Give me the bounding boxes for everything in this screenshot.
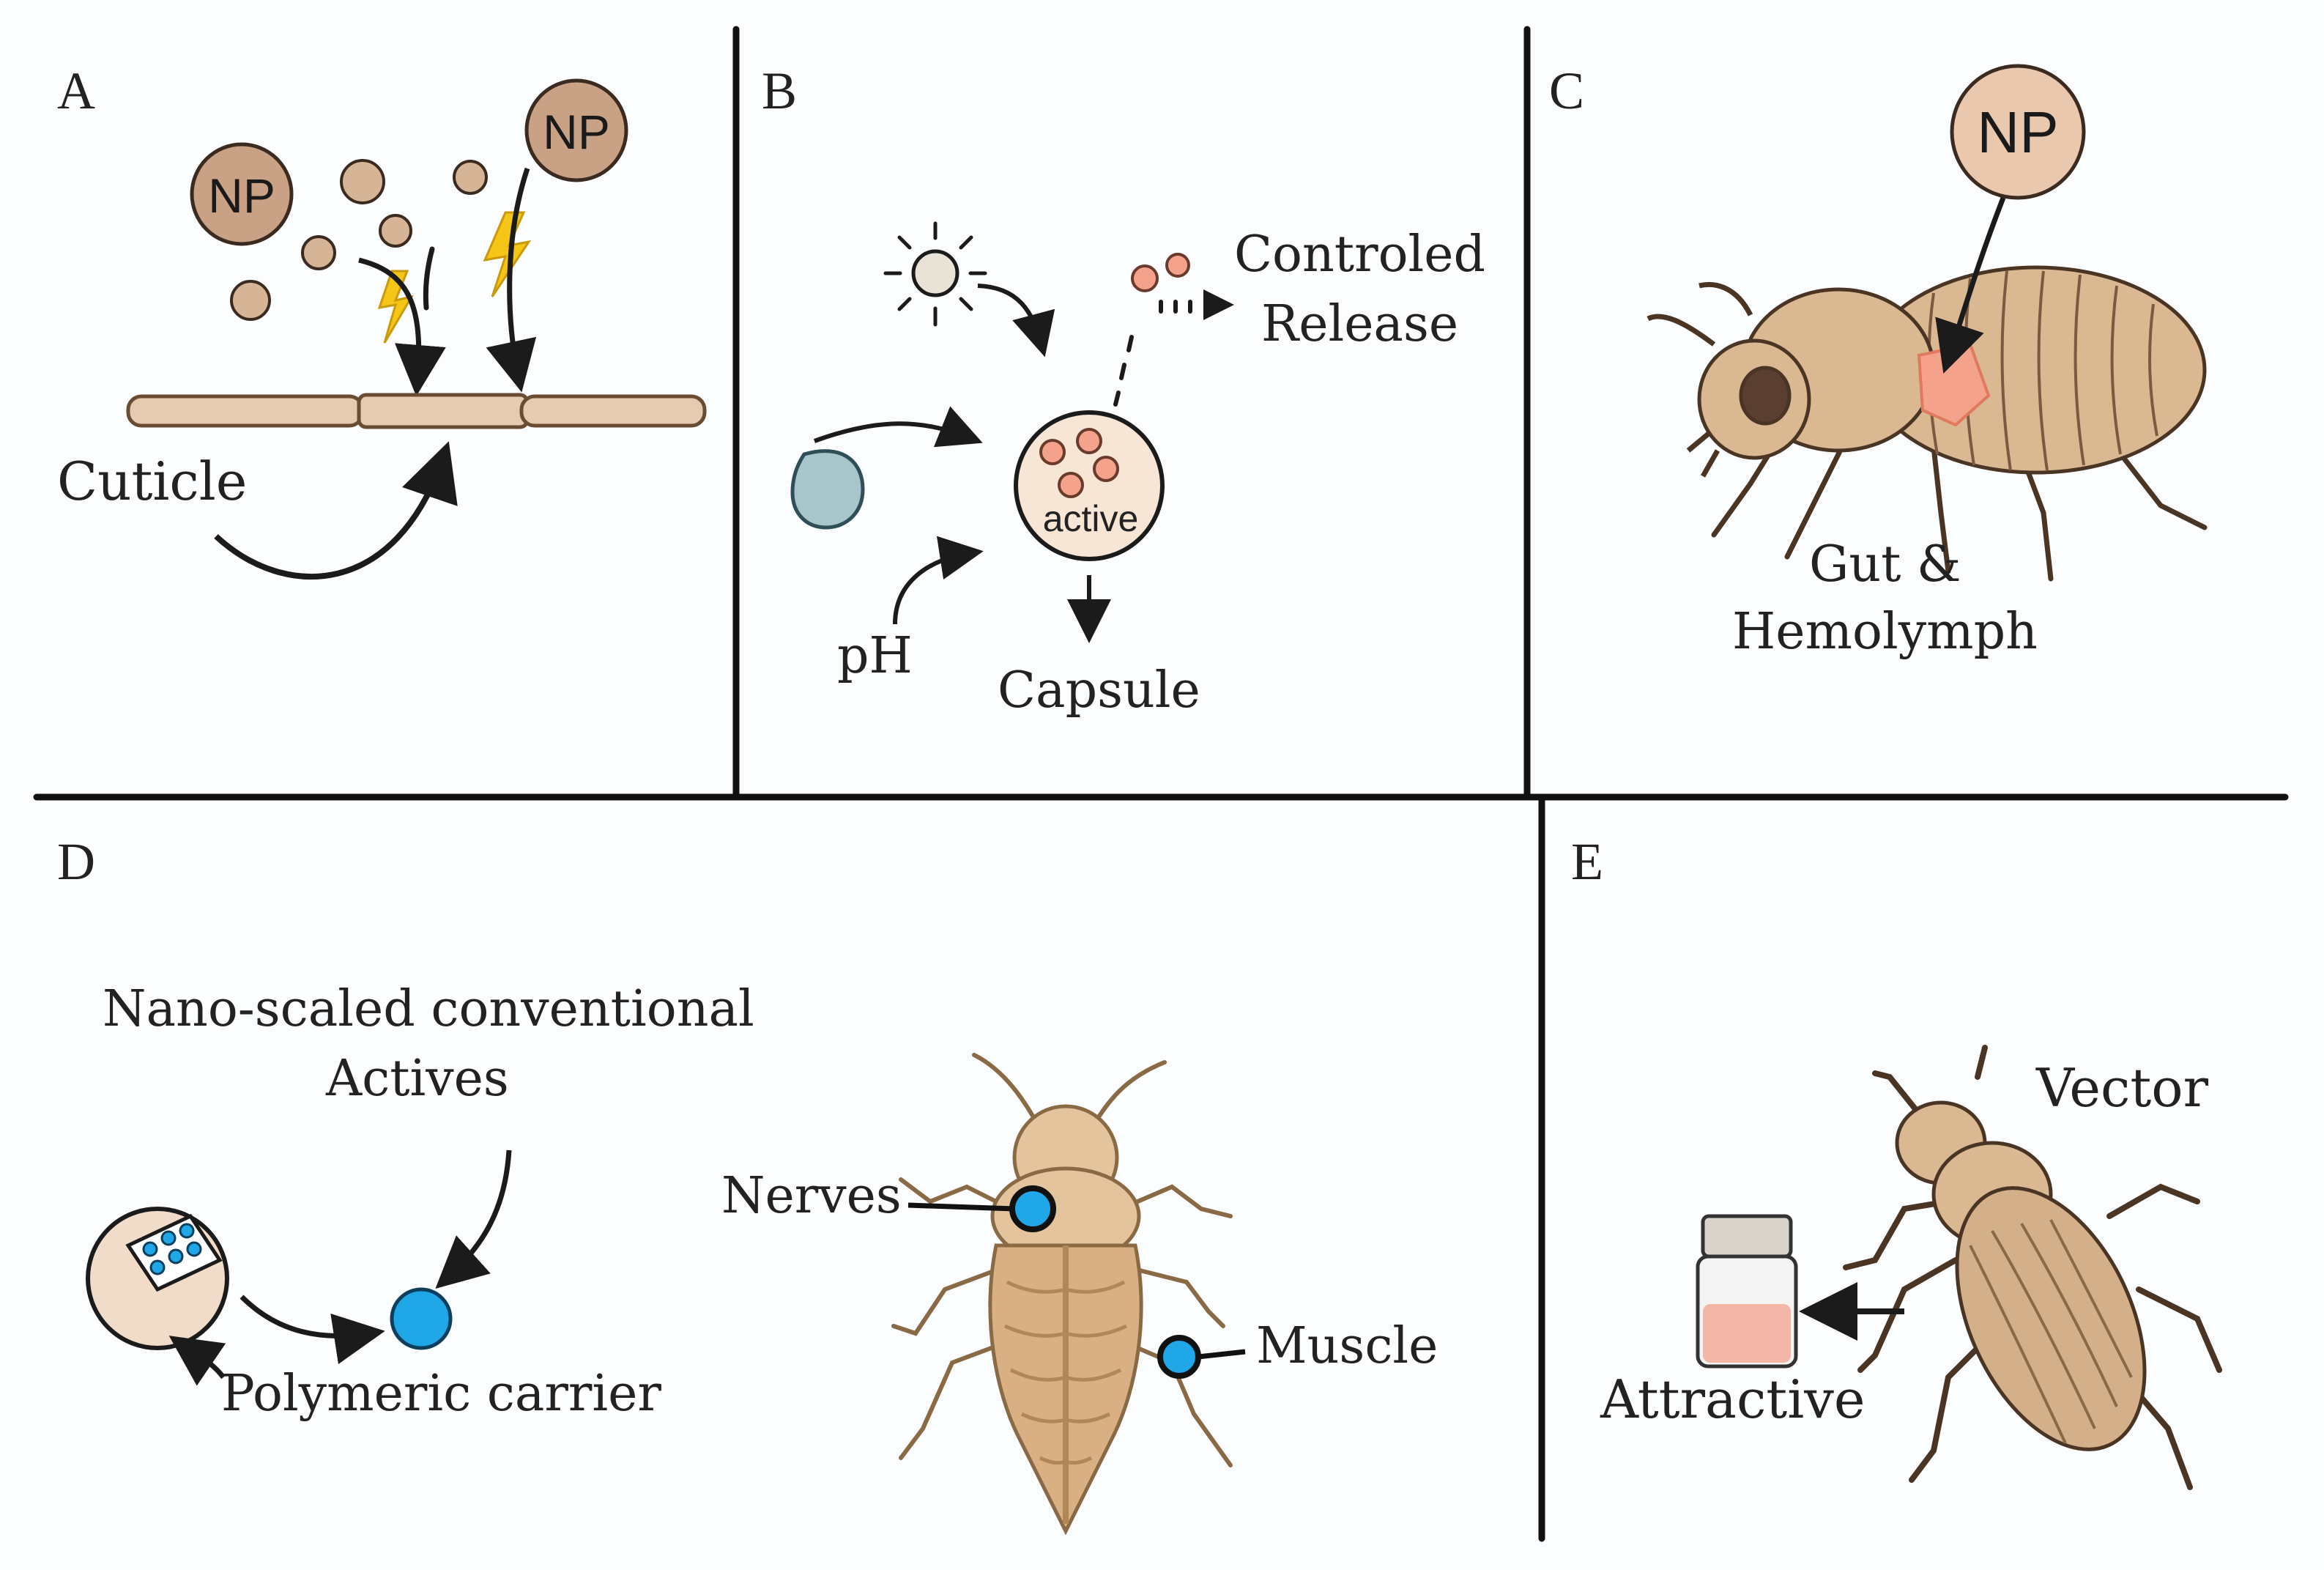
np-left-label: NP [208, 169, 275, 223]
abdomen-segments [1927, 270, 2158, 471]
vector-label: Vector [2035, 1057, 2209, 1119]
panel-a-letter: A [57, 62, 95, 120]
beetle-legs [1843, 1045, 2222, 1490]
beetle-icon [1843, 1045, 2222, 1490]
insect-top-view [891, 1053, 1233, 1467]
water-drop-icon [790, 449, 865, 530]
polymeric-carrier-label: Polymeric carrier [221, 1365, 661, 1423]
panel-c: C NP [1549, 62, 2208, 661]
motion-line [423, 246, 435, 311]
body-segment-lines [1003, 1280, 1128, 1465]
nano-title-1: Nano-scaled conventional [103, 980, 754, 1038]
panel-d: D Nano-scaled conventional Actives Polym… [57, 832, 1438, 1536]
cuticle-layer [126, 393, 707, 429]
polymeric-carrier [86, 1207, 229, 1350]
nerves-pointer [907, 1202, 1015, 1212]
muscle-label: Muscle [1256, 1317, 1438, 1375]
carrier-label-arrow [168, 1336, 226, 1386]
controlled-release-label-1: Controled [1234, 226, 1485, 284]
np-entry-arrow [1935, 196, 2006, 374]
light-arrow [977, 284, 1055, 358]
nerves-label: Nerves [721, 1167, 902, 1225]
released-particles [1131, 253, 1190, 292]
gut-label-2: Hemolymph [1732, 603, 2038, 661]
muscle-pointer [1198, 1349, 1246, 1360]
sun-icon [883, 221, 987, 327]
controlled-release-label-2: Release [1261, 295, 1458, 353]
carrier-active-dots [142, 1223, 202, 1275]
panel-e-letter: E [1571, 832, 1603, 891]
panel-dividers [33, 26, 2289, 1542]
capsule-active-label: active [1043, 498, 1139, 539]
panel-c-letter: C [1549, 62, 1584, 120]
penetration-arrow [486, 167, 537, 393]
panel-b-letter: B [762, 62, 797, 120]
attractive-label: Attractive [1600, 1369, 1865, 1430]
moisture-arrow [813, 406, 983, 448]
panel-b: B Controled Release [762, 62, 1485, 719]
gut-label-1: Gut & [1809, 536, 1961, 593]
cuticle-label: Cuticle [57, 451, 247, 512]
carrier-to-active-arrow [240, 1295, 385, 1365]
insect-eye [1739, 366, 1792, 426]
insect-antenna [1699, 281, 1753, 316]
nano-title-2: Actives [325, 1050, 509, 1108]
actives-arrow [435, 1149, 512, 1289]
insect-mouthparts [1686, 430, 1720, 478]
small-nanoparticles [230, 159, 488, 321]
lightning-icon [377, 270, 415, 344]
cuticle-arrow [214, 441, 458, 580]
np-particle-c: NP [1950, 64, 2086, 200]
np-particle-left: NP [190, 142, 294, 246]
nerves-marker [1009, 1185, 1056, 1232]
insect-antenna [1647, 314, 1716, 347]
ph-label: pH [837, 627, 913, 685]
np-c-label: NP [1977, 100, 2058, 165]
capsule: active [1014, 410, 1165, 561]
panel-d-letter: D [57, 832, 95, 891]
release-dashes [1113, 300, 1192, 407]
np-particle-right: NP [524, 78, 628, 182]
insect-top-body [988, 1104, 1143, 1536]
ph-arrow [893, 536, 984, 625]
active-nanoparticle [390, 1287, 453, 1350]
release-arrow-head [1203, 289, 1234, 320]
capsule-label: Capsule [998, 662, 1200, 719]
np-right-label: NP [543, 105, 610, 159]
penetration-arrow [358, 257, 446, 396]
panel-a: A NP NP Cuticle [57, 62, 707, 580]
panel-e: E Vector [1571, 832, 2222, 1490]
muscle-marker [1157, 1335, 1201, 1379]
elytra-stripes [1969, 1219, 2133, 1444]
insect-side-view [1647, 265, 2208, 582]
attractant-vial-icon [1696, 1214, 1798, 1369]
